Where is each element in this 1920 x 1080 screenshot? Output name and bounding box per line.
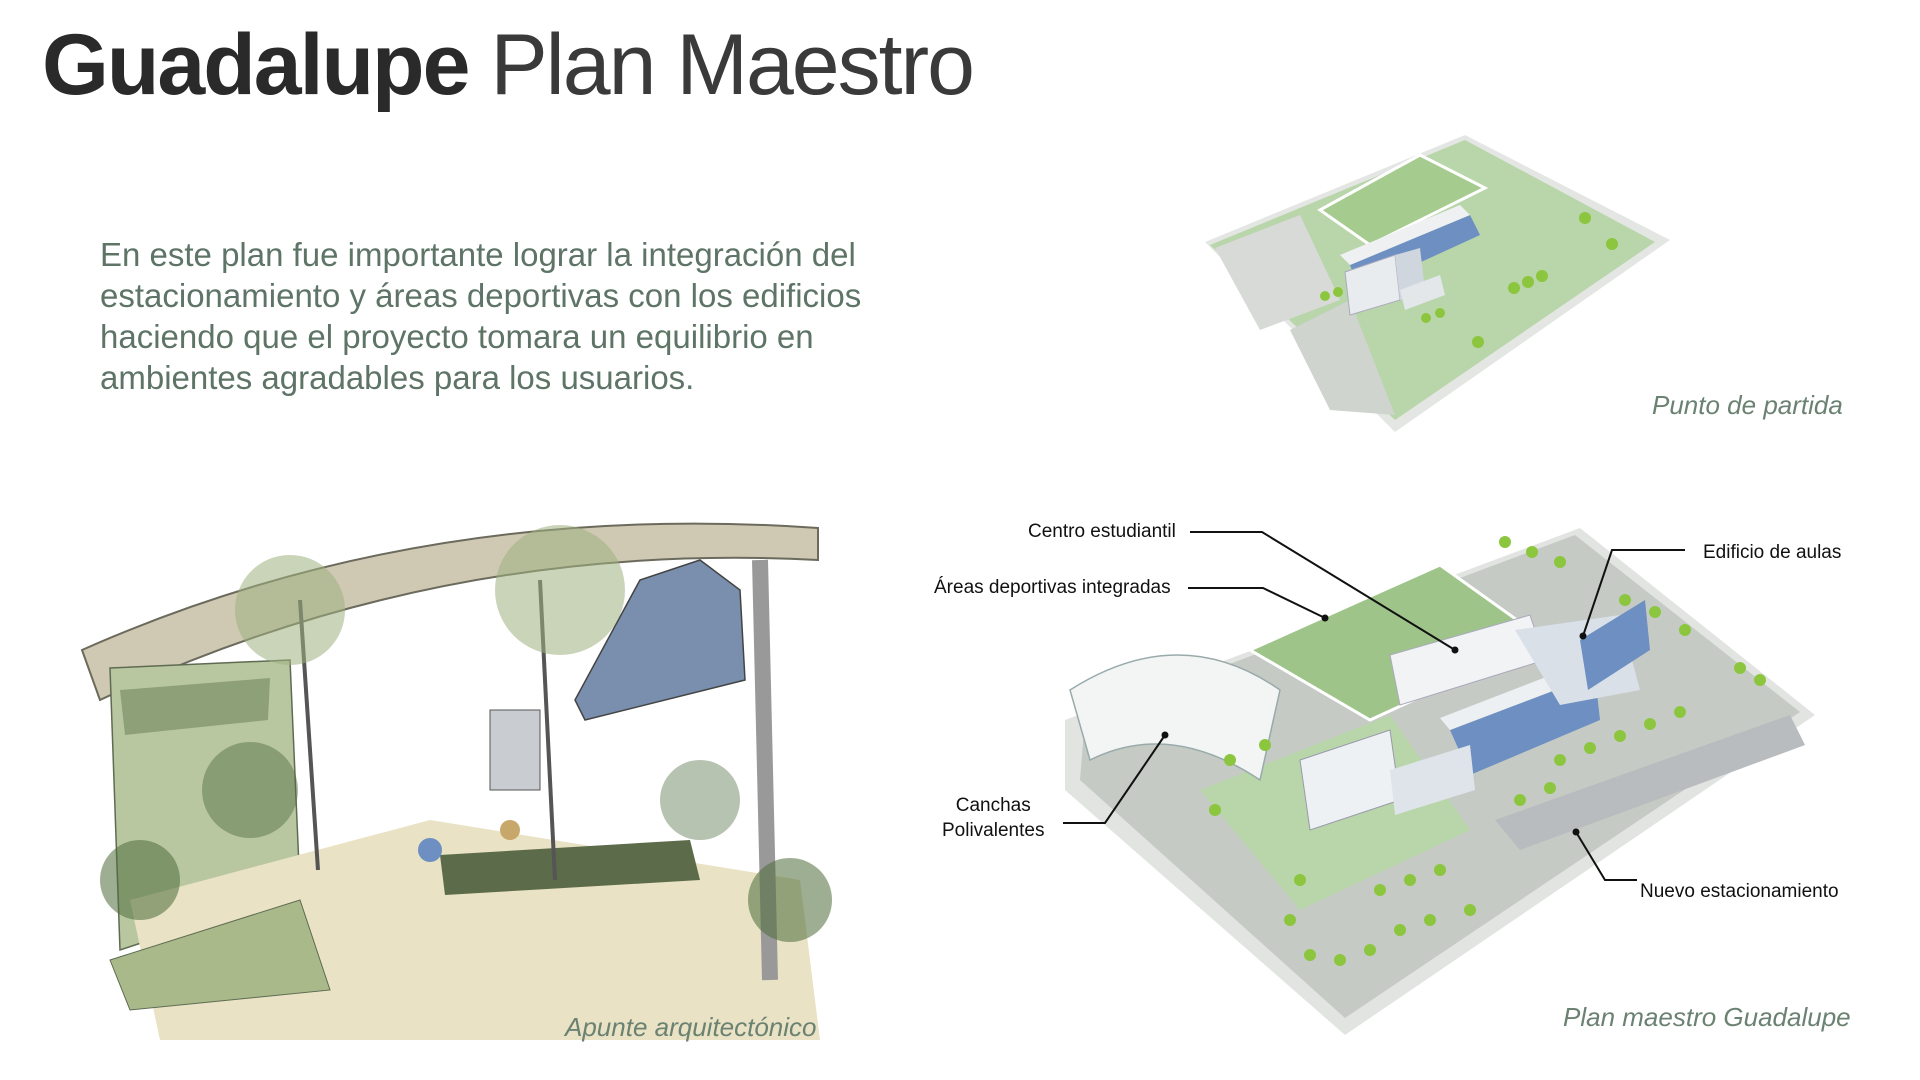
- intro-paragraph: En este plan fue importante lograr la in…: [100, 236, 862, 396]
- page-title-bold: Guadalupe: [42, 17, 470, 113]
- callout-courts-line1: Canchas: [955, 795, 1031, 816]
- callout-courts: Canchas Polivalentes: [942, 793, 1044, 843]
- caption-masterplan: Plan maestro Guadalupe: [1563, 1002, 1851, 1032]
- callout-sports-areas: Áreas deportivas integradas: [934, 577, 1171, 598]
- callout-student-center: Centro estudiantil: [1028, 521, 1176, 542]
- callout-courts-line2: Polivalentes: [942, 820, 1045, 841]
- callout-classrooms: Edificio de aulas: [1703, 542, 1842, 563]
- callout-parking: Nuevo estacionamiento: [1640, 881, 1839, 902]
- caption-sketch: Apunte arquitectónico: [565, 1012, 817, 1042]
- page-title-light: Plan Maestro: [490, 17, 975, 113]
- caption-starting-point: Punto de partida: [1652, 390, 1843, 420]
- page-title: Guadalupe Plan Maestro: [42, 17, 975, 113]
